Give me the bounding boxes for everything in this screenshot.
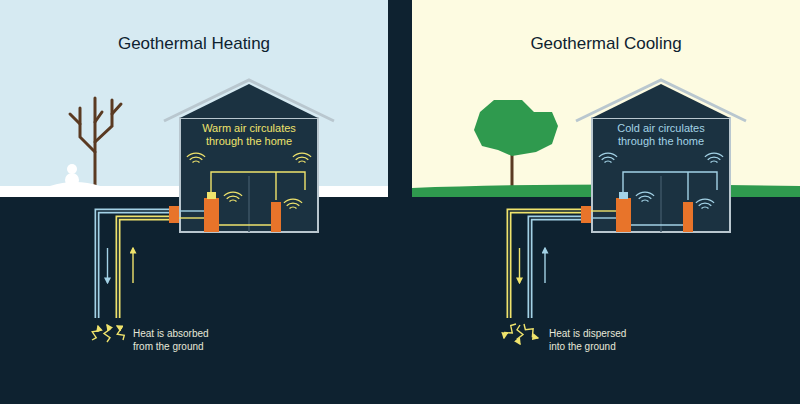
panel-band: Geothermal CoolingCold air circulates th… xyxy=(412,0,800,197)
ground-pipe xyxy=(118,218,178,318)
shape xyxy=(687,172,688,200)
air-wave xyxy=(290,207,297,208)
pipe-core xyxy=(530,218,590,318)
pipe-core xyxy=(97,211,178,318)
heat-pump xyxy=(616,198,631,232)
house-wall xyxy=(180,118,318,232)
house-caption: Cold air circulates through the home xyxy=(592,118,730,148)
snowman-body xyxy=(65,173,79,187)
air-wave xyxy=(224,192,242,196)
heat-squiggle xyxy=(517,325,523,344)
air-wave xyxy=(702,207,709,208)
ground-note: Heat is absorbed from the ground xyxy=(133,327,223,353)
panel-title: Geothermal Cooling xyxy=(412,0,800,54)
air-wave xyxy=(296,157,309,160)
branch xyxy=(70,114,80,124)
air-wave xyxy=(711,161,718,162)
air-duct xyxy=(211,172,305,225)
heat-squiggle xyxy=(504,324,516,338)
ground-pipe xyxy=(530,218,590,318)
heat-squiggle xyxy=(104,325,110,342)
branch xyxy=(80,108,95,152)
air-wave xyxy=(187,153,205,157)
pump-cap xyxy=(619,192,628,199)
heat-squiggle xyxy=(117,326,124,340)
cooling-panel xyxy=(412,0,800,344)
ground-note: Heat is dispersed into the ground xyxy=(549,327,641,353)
panel-band: Geothermal HeatingWarm air circulates th… xyxy=(0,0,388,197)
air-wave xyxy=(605,161,612,162)
shape xyxy=(623,172,717,196)
air-wave xyxy=(299,161,306,162)
house-wall xyxy=(592,118,730,232)
air-wave xyxy=(696,199,714,203)
water-tank xyxy=(683,202,693,232)
air-wave xyxy=(190,157,203,160)
room-wall xyxy=(660,176,662,232)
tree-crown xyxy=(474,100,558,156)
house: Warm air circulates through the home xyxy=(180,118,318,232)
pump-cap xyxy=(207,192,216,199)
heat-squiggle xyxy=(92,326,99,340)
pipe-connector xyxy=(581,206,591,223)
air-wave xyxy=(705,153,723,157)
air-duct xyxy=(623,172,717,225)
room-wall xyxy=(248,176,250,232)
attic xyxy=(180,84,318,118)
heat-squiggle xyxy=(524,324,538,338)
snowman-head xyxy=(67,164,77,174)
air-wave xyxy=(227,196,240,199)
shape xyxy=(630,224,683,225)
branch xyxy=(95,112,102,122)
panel-title: Geothermal Heating xyxy=(0,0,388,54)
heating-panel xyxy=(0,0,388,342)
air-wave xyxy=(193,161,200,162)
air-wave xyxy=(284,199,302,203)
shape xyxy=(275,172,276,200)
ground-pipe xyxy=(97,211,178,318)
air-wave xyxy=(230,200,237,201)
air-wave xyxy=(599,153,617,157)
air-wave xyxy=(699,203,712,206)
branch xyxy=(95,100,112,142)
branch xyxy=(112,104,121,114)
air-wave xyxy=(287,203,300,206)
shape xyxy=(218,224,271,225)
indoor-pipe xyxy=(178,210,205,211)
air-wave xyxy=(639,196,652,199)
air-wave xyxy=(293,153,311,157)
indoor-pipe xyxy=(178,217,205,218)
pipe-core xyxy=(118,218,178,318)
flow-arrow xyxy=(519,248,520,283)
air-wave xyxy=(602,157,615,160)
flow-arrow xyxy=(132,248,133,283)
air-wave xyxy=(636,192,654,196)
house-roof xyxy=(576,80,746,121)
attic xyxy=(592,84,730,118)
indoor-pipe xyxy=(590,217,617,218)
pipe-core xyxy=(509,211,590,318)
house: Cold air circulates through the home xyxy=(592,118,730,232)
water-tank xyxy=(271,202,281,232)
air-wave xyxy=(708,157,721,160)
indoor-pipe xyxy=(590,210,617,211)
house-caption: Warm air circulates through the home xyxy=(180,118,318,148)
heat-pump xyxy=(204,198,219,232)
flow-arrow xyxy=(544,248,545,283)
ground-pipe xyxy=(509,211,590,318)
house-roof xyxy=(164,80,334,121)
pipe-connector xyxy=(169,206,179,223)
branch xyxy=(94,98,97,192)
flow-arrow xyxy=(107,248,108,283)
shape xyxy=(211,172,305,196)
air-wave xyxy=(642,200,649,201)
